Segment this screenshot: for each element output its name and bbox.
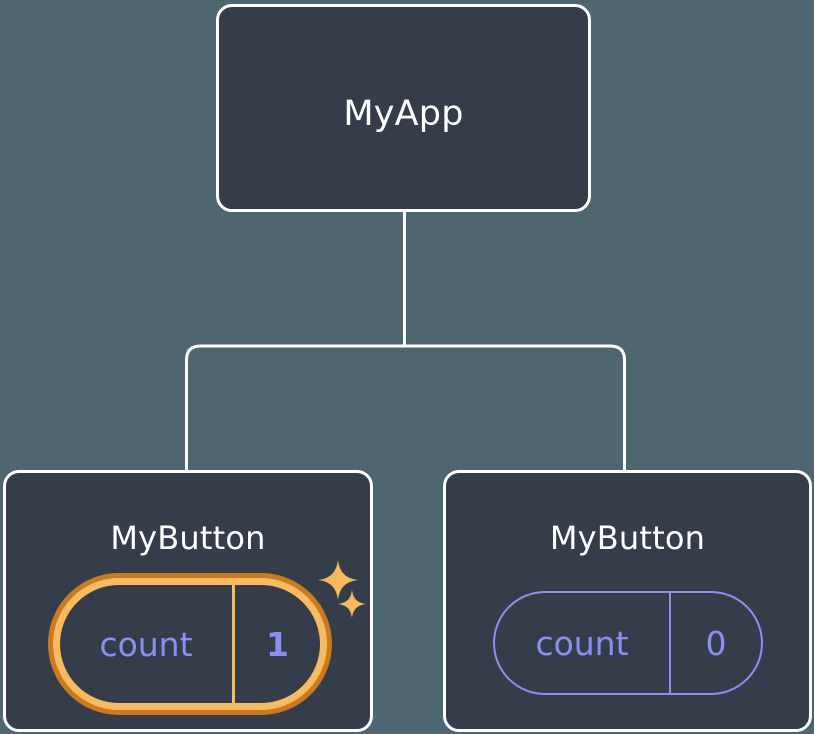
connector-branch-bus <box>185 344 626 470</box>
state-pill-highlighted[interactable]: count 1 <box>48 573 332 715</box>
node-mybutton-right-label: MyButton <box>549 519 706 557</box>
state-pill-plain[interactable]: count 0 <box>493 591 763 695</box>
state-pill-outer-ring <box>48 573 332 715</box>
node-myapp[interactable]: MyApp <box>216 4 591 212</box>
node-mybutton-right[interactable]: MyButton count 0 <box>443 470 812 732</box>
node-mybutton-left[interactable]: MyButton count 1 <box>3 470 373 732</box>
node-mybutton-left-label: MyButton <box>110 519 266 557</box>
sparkle-large-icon <box>318 560 358 600</box>
state-pill-inner-ring: count 1 <box>53 578 327 710</box>
state-value-right: 0 <box>705 623 727 663</box>
state-key-right: count <box>495 593 671 693</box>
state-value-left: 1 <box>266 624 289 664</box>
sparkle-small-icon <box>338 590 366 618</box>
node-myapp-label: MyApp <box>343 94 464 134</box>
state-key-left: count <box>60 585 235 703</box>
